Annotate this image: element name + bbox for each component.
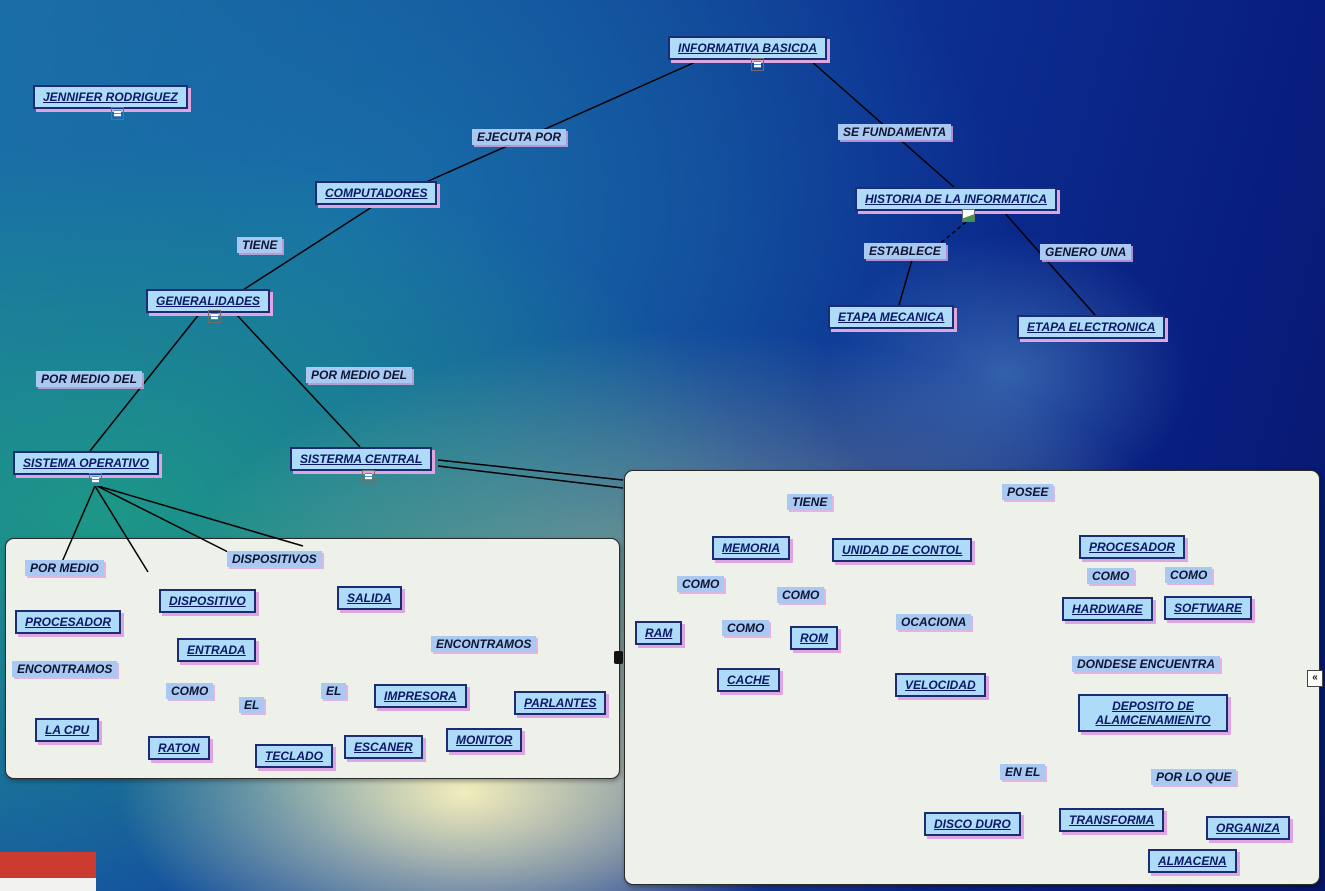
concept-almacena[interactable]: ALMACENA — [1148, 849, 1237, 873]
link-establece[interactable]: ESTABLECE — [864, 243, 946, 259]
link-encontramos-2[interactable]: ENCONTRAMOS — [12, 661, 118, 677]
resource-icon-sisterma-central[interactable] — [362, 470, 375, 483]
concept-salida[interactable]: SALIDA — [337, 586, 402, 610]
link-por-medio[interactable]: POR MEDIO — [25, 560, 104, 576]
concept-escaner[interactable]: ESCANER — [344, 735, 423, 759]
resource-icon-jennifer[interactable] — [111, 107, 124, 120]
concept-procesador-left[interactable]: PROCESADOR — [15, 610, 122, 634]
resource-icon-sistema-operativo[interactable] — [89, 473, 102, 486]
concept-raton[interactable]: RATON — [148, 736, 210, 760]
resource-icon-informativa[interactable] — [751, 58, 764, 71]
concept-monitor[interactable]: MONITOR — [446, 728, 523, 752]
concept-deposito-de-alamcenamiento[interactable]: DEPOSITO DE ALAMCENAMIENTO — [1078, 694, 1228, 732]
link-como-left[interactable]: COMO — [166, 683, 214, 699]
concept-software[interactable]: SOFTWARE — [1164, 596, 1252, 620]
concept-sistema-operativo[interactable]: SISTEMA OPERATIVO — [13, 451, 160, 475]
link-dispositivos[interactable]: DISPOSITIVOS — [227, 551, 322, 567]
concept-entrada[interactable]: ENTRADA — [177, 638, 256, 662]
link-tiene[interactable]: TIENE — [237, 237, 283, 253]
concept-parlantes[interactable]: PARLANTES — [514, 691, 607, 715]
concept-sisterma-central[interactable]: SISTERMA CENTRAL — [290, 447, 433, 471]
link-por-medio-del-1[interactable]: POR MEDIO DEL — [36, 371, 143, 387]
concept-velocidad[interactable]: VELOCIDAD — [895, 673, 986, 697]
link-genero-una[interactable]: GENERO UNA — [1040, 244, 1132, 260]
concept-jennifer-rodriguez[interactable]: JENNIFER RODRIGUEZ — [33, 85, 188, 109]
concept-rom[interactable]: ROM — [790, 626, 838, 650]
link-se-fundamenta[interactable]: SE FUNDAMENTA — [838, 124, 952, 140]
panel-resize-handle[interactable] — [614, 651, 623, 664]
link-posee[interactable]: POSEE — [1002, 484, 1054, 500]
concept-computadores[interactable]: COMPUTADORES — [315, 181, 438, 205]
concept-unidad-de-contol[interactable]: UNIDAD DE CONTOL — [832, 538, 973, 562]
link-ejecuta-por[interactable]: EJECUTA POR — [472, 129, 567, 145]
concept-teclado[interactable]: TECLADO — [255, 744, 333, 768]
concept-dispositivo[interactable]: DISPOSITIVO — [159, 589, 256, 613]
link-como-r4[interactable]: COMO — [1165, 567, 1213, 583]
link-como-r5[interactable]: COMO — [722, 620, 770, 636]
link-el-2[interactable]: EL — [321, 683, 347, 699]
concept-impresora[interactable]: IMPRESORA — [374, 684, 467, 708]
image-resource-icon-historia[interactable] — [962, 209, 975, 222]
concept-disco-duro[interactable]: DISCO DURO — [924, 812, 1021, 836]
concept-etapa-electronica[interactable]: ETAPA ELECTRONICA — [1017, 315, 1166, 339]
concept-memoria[interactable]: MEMORIA — [712, 536, 790, 560]
link-como-r2[interactable]: COMO — [777, 587, 825, 603]
concept-informativa-basicda[interactable]: INFORMATIVA BASICDA — [668, 36, 828, 60]
concept-ram[interactable]: RAM — [635, 621, 683, 645]
link-por-medio-del-2[interactable]: POR MEDIO DEL — [306, 367, 413, 383]
link-tiene-right[interactable]: TIENE — [787, 494, 833, 510]
link-ocaciona[interactable]: OCACIONA — [896, 614, 972, 630]
link-el-1[interactable]: EL — [239, 697, 265, 713]
link-como-r1[interactable]: COMO — [677, 576, 725, 592]
concept-historia-de-la-informatica[interactable]: HISTORIA DE LA INFORMATICA — [855, 187, 1057, 211]
concept-organiza[interactable]: ORGANIZA — [1206, 816, 1290, 840]
scroll-knob-icon[interactable]: « — [1307, 670, 1323, 687]
wallpaper-white-strip — [0, 878, 96, 891]
link-dondese-encuentra[interactable]: DONDESE ENCUENTRA — [1072, 656, 1221, 672]
link-por-lo-que[interactable]: POR LO QUE — [1151, 769, 1237, 785]
wallpaper-red-strip — [0, 852, 96, 879]
link-como-r3[interactable]: COMO — [1087, 568, 1135, 584]
concept-hardware[interactable]: HARDWARE — [1062, 597, 1153, 621]
concept-procesador-right[interactable]: PROCESADOR — [1079, 535, 1186, 559]
link-encontramos-1[interactable]: ENCONTRAMOS — [431, 636, 537, 652]
concept-etapa-mecanica[interactable]: ETAPA MECANICA — [828, 305, 955, 329]
concept-cache[interactable]: CACHE — [717, 668, 780, 692]
resource-icon-generalidades[interactable] — [208, 310, 221, 323]
concept-la-cpu[interactable]: LA CPU — [35, 718, 100, 742]
concept-generalidades[interactable]: GENERALIDADES — [146, 289, 271, 313]
link-en-el[interactable]: EN EL — [1000, 764, 1046, 780]
concept-transforma[interactable]: TRANSFORMA — [1059, 808, 1165, 832]
